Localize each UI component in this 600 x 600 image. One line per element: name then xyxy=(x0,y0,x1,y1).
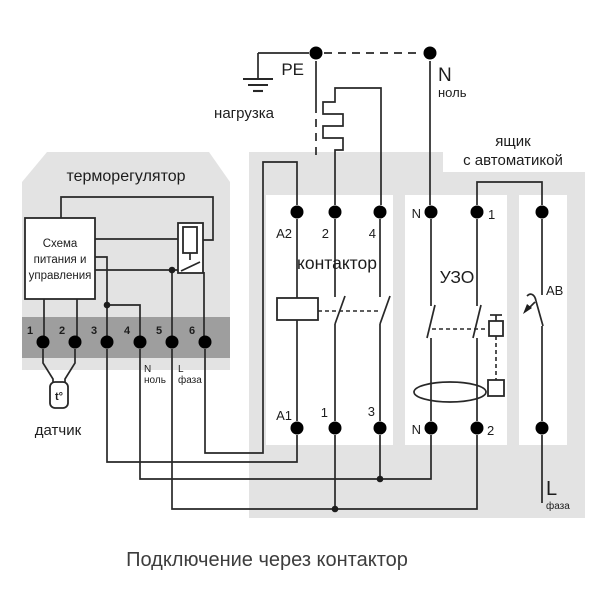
rcd-l-blade xyxy=(472,304,482,339)
terminal4-sublabel-noll: ноль xyxy=(144,375,166,386)
breaker-internals xyxy=(523,219,544,503)
breaker-trip-line xyxy=(529,301,536,308)
relay-coil xyxy=(182,226,198,254)
wire-terminal5-to-rcd-2 xyxy=(171,349,478,510)
rcd-1-top-label: 1 xyxy=(488,207,495,222)
breaker-hook xyxy=(526,293,537,302)
control-unit-label-3: управления xyxy=(29,270,92,282)
thermostat-title: терморегулятор xyxy=(66,168,185,185)
wire-terminal4-to-rcd-n xyxy=(139,349,432,480)
terminal4-sublabel-n: N xyxy=(144,364,151,375)
wire-sensor-left xyxy=(42,349,54,383)
wire-terminal6-to-a2 xyxy=(204,161,298,454)
rcd-test-resistor xyxy=(487,379,505,397)
neutral-sublabel: ноль xyxy=(438,85,467,100)
automation-label-chip xyxy=(443,128,585,172)
strip-number-5: 5 xyxy=(156,325,162,337)
contactor-title: контактор xyxy=(297,253,377,273)
contact2-blade xyxy=(379,295,391,325)
strip-number-3: 3 xyxy=(91,325,97,337)
thermostat-relay xyxy=(177,222,204,274)
wire-branch-terminal4 xyxy=(107,304,141,336)
junction-terminal5 xyxy=(168,266,176,274)
load-label: нагрузка xyxy=(214,105,275,122)
breaker-box xyxy=(519,195,567,445)
thermostat-wiring xyxy=(43,196,214,336)
sensor-symbol: t° xyxy=(55,391,63,403)
rcd-internals xyxy=(413,219,505,421)
pe-ground-section xyxy=(243,52,431,205)
contactor-internals xyxy=(276,219,391,421)
rcd-test-button xyxy=(488,320,504,337)
sensor-label: датчик xyxy=(35,422,82,439)
caption: Подключение через контактор xyxy=(126,549,408,571)
bottom-routing xyxy=(106,161,478,510)
breaker-label: АВ xyxy=(546,283,563,298)
wire-control-loop xyxy=(60,196,214,241)
junction-phase-bus xyxy=(331,505,339,513)
rcd-box xyxy=(405,195,507,445)
sensor-section xyxy=(42,349,76,409)
breaker-blade xyxy=(535,300,544,327)
automation-box-label-2: с автоматикой xyxy=(463,152,563,169)
contactor-a1-label: A1 xyxy=(276,408,292,423)
wire-control-to-terminal3 xyxy=(95,256,108,336)
control-unit-label-1: Схема xyxy=(43,238,78,250)
strip-number-4: 4 xyxy=(124,325,131,337)
contact1-blade xyxy=(334,295,346,325)
contactor-2-label: 2 xyxy=(322,226,329,241)
contactor-coil xyxy=(276,297,319,321)
neutral-label: N xyxy=(438,65,452,86)
wire-rcd-breaker-bridge xyxy=(476,181,543,205)
relay-contact-blade xyxy=(180,261,201,272)
control-unit-label-2: питания и xyxy=(34,254,87,266)
pe-label: PE xyxy=(281,60,304,79)
strip-number-2: 2 xyxy=(59,325,65,337)
terminal-pe xyxy=(306,43,326,63)
contactor-1-label: 1 xyxy=(321,405,328,420)
rcd-n-blade xyxy=(426,304,436,339)
rcd-differential-transformer xyxy=(413,381,487,403)
wire-sensor-right xyxy=(64,349,76,383)
phase-out-label: L xyxy=(546,478,557,500)
rcd-title: УЗО xyxy=(440,267,475,287)
automation-box-label-1: ящик xyxy=(495,133,531,150)
breaker-trip-arrow xyxy=(523,304,532,314)
phase-out-sublabel: фаза xyxy=(546,500,570,512)
terminal5-sublabel-faza: фаза xyxy=(178,374,202,386)
strip-number-1: 1 xyxy=(27,325,33,337)
junction-terminal34 xyxy=(103,301,111,309)
rcd-n-top-label: N xyxy=(412,206,421,221)
contactor-4-label: 4 xyxy=(369,226,376,241)
junction-neutral-bus xyxy=(376,475,384,483)
rcd-n-bottom-label: N xyxy=(412,422,421,437)
strip-number-6: 6 xyxy=(189,325,195,337)
thermostat-panel xyxy=(22,152,230,370)
terminal-strip xyxy=(22,317,230,358)
contactor-a2-label: A2 xyxy=(276,226,292,241)
load-heater-element xyxy=(322,87,382,205)
sensor-bulb xyxy=(49,381,69,409)
control-unit-box xyxy=(24,217,96,300)
contactor-3-label: 3 xyxy=(368,404,375,419)
terminal5-sublabel-l: L xyxy=(178,364,184,375)
rcd-2-bottom-label: 2 xyxy=(487,423,494,438)
terminal-neutral-top xyxy=(420,43,440,63)
wire-terminal3-to-a1 xyxy=(106,349,298,463)
